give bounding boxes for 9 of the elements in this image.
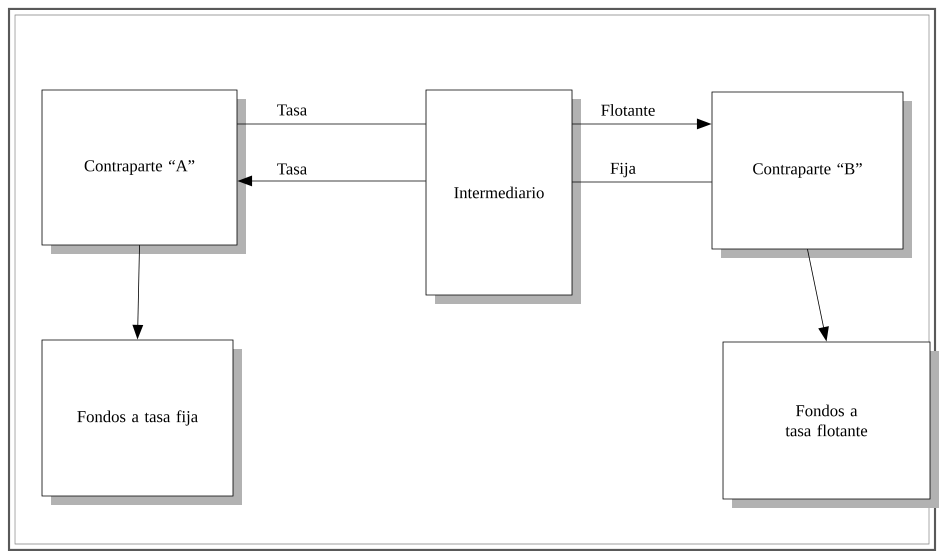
box: Contraparte “B” (712, 92, 912, 258)
edge-label: Fija (608, 161, 638, 179)
edge-label: Tasa (276, 103, 308, 117)
box: Intermediario (426, 90, 581, 304)
box: Fondos a tasa flotante (722, 342, 939, 508)
edge-label: Flotante (599, 102, 657, 118)
box: Fondos a tasa fija (42, 340, 242, 505)
box: Contraparte “A” (42, 90, 246, 254)
edge-label: Tasa (276, 162, 308, 176)
